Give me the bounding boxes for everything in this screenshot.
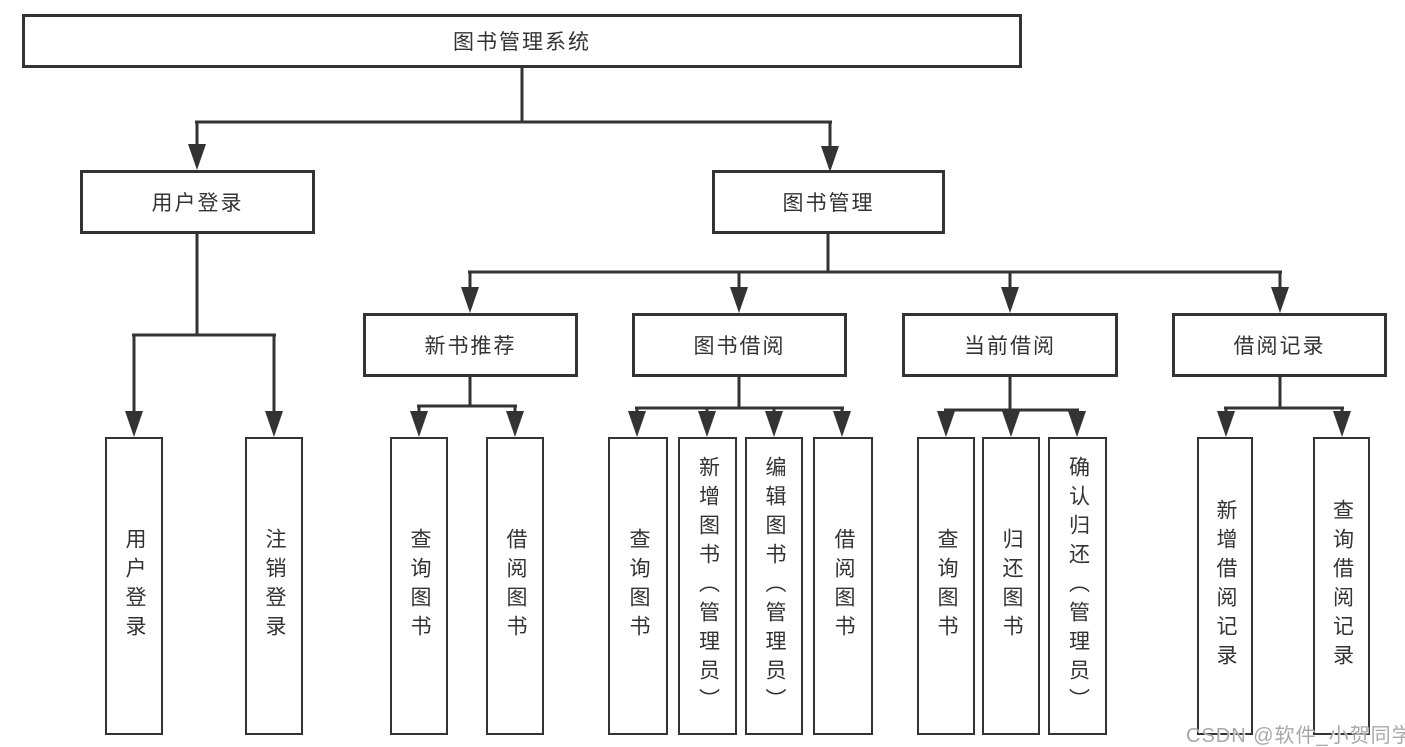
connector-root-to-level2 (188, 68, 839, 172)
connector-book-borrow-group (628, 376, 851, 437)
leaf-current-query-books: 查询图书 (917, 437, 975, 735)
node-book-management: 图书管理 (712, 170, 945, 234)
node-user-login: 用户登录 (80, 170, 315, 234)
leaf-record-query-record: 查询借阅记录 (1313, 437, 1370, 735)
connector-borrow-record-group (1217, 376, 1351, 437)
connector-book-mgmt-to-groups (461, 234, 1289, 313)
leaf-user-login: 用户登录 (105, 437, 163, 735)
node-current-borrow: 当前借阅 (902, 313, 1118, 377)
leaf-borrow-borrow-books: 借阅图书 (813, 437, 873, 735)
node-root-system: 图书管理系统 (22, 14, 1022, 68)
leaf-borrow-query-books: 查询图书 (608, 437, 668, 735)
connector-new-book-group (410, 376, 524, 437)
node-book-borrow: 图书借阅 (632, 313, 847, 377)
node-new-book-recommend: 新书推荐 (363, 313, 578, 377)
csdn-watermark: CSDN @软件_小贺同学 (1186, 725, 1405, 747)
leaf-newbook-query-books: 查询图书 (390, 437, 448, 735)
leaf-current-confirm-return-admin: 确认归还（管理员） (1048, 437, 1107, 735)
connector-current-borrow-group (937, 376, 1086, 437)
connector-user-login-branch (125, 234, 283, 437)
leaf-borrow-edit-books-admin: 编辑图书（管理员） (745, 437, 803, 735)
leaf-newbook-borrow-books: 借阅图书 (486, 437, 544, 735)
leaf-current-return-books: 归还图书 (982, 437, 1040, 735)
leaf-logout: 注销登录 (245, 437, 303, 735)
leaf-record-add-record: 新增借阅记录 (1197, 437, 1253, 735)
node-borrow-record: 借阅记录 (1172, 313, 1387, 377)
leaf-borrow-add-books-admin: 新增图书（管理员） (678, 437, 737, 735)
